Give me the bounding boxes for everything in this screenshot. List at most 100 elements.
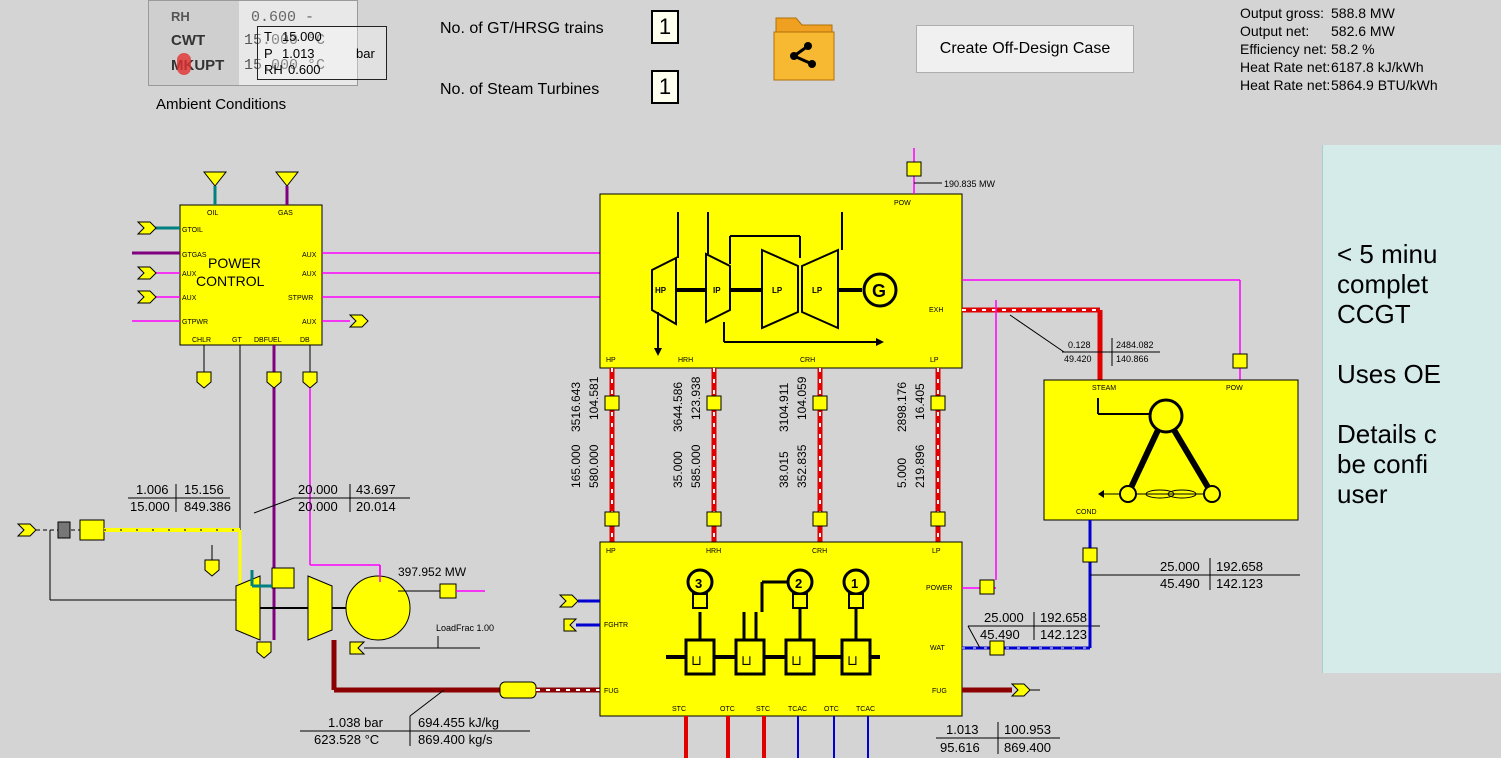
callout-line: Uses OE: [1323, 359, 1501, 389]
load-frac-label: LoadFrac 1.00: [436, 623, 494, 633]
svg-text:45.490: 45.490: [1160, 576, 1200, 591]
svg-text:95.616: 95.616: [940, 740, 980, 755]
svg-text:869.400 kg/s: 869.400 kg/s: [418, 732, 493, 747]
gas-source-icon: [276, 172, 298, 205]
hrsg-block[interactable]: HP HRH CRH LP POWER FGHTR WAT FUG FUG ST…: [600, 542, 962, 716]
port-oil: OIL: [207, 210, 218, 217]
svg-text:104.059: 104.059: [795, 376, 809, 420]
steam-streams: 3516.643 104.581 165.000 580.000 3644.58…: [569, 368, 945, 542]
pump-1: 1: [851, 576, 858, 591]
cond-port-pow: POW: [1226, 385, 1243, 392]
svg-text:16.405: 16.405: [913, 383, 927, 420]
hrsg-port-stc-2: STC: [756, 706, 770, 713]
svg-text:35.000: 35.000: [671, 451, 685, 488]
stream-hp: 3516.643 104.581 165.000 580.000: [569, 368, 619, 542]
svg-text:15.156: 15.156: [184, 482, 224, 497]
svg-text:623.528 °C: 623.528 °C: [314, 732, 379, 747]
svg-text:0.128: 0.128: [1068, 340, 1091, 350]
svg-text:20.000: 20.000: [298, 499, 338, 514]
svg-text:140.866: 140.866: [1116, 354, 1149, 364]
hrsg-port-fug-out: FUG: [932, 688, 947, 695]
hrsg-port-fghtr: FGHTR: [604, 622, 628, 629]
port-aux: AUX: [302, 271, 317, 278]
svg-text:192.658: 192.658: [1216, 559, 1263, 574]
hrsg-port-otc-2: OTC: [824, 706, 839, 713]
callout-spacer: [1323, 389, 1501, 419]
svg-text:⊔: ⊔: [847, 652, 858, 668]
port-dbfuel: DBFUEL: [254, 337, 282, 344]
svg-text:5.000: 5.000: [895, 458, 909, 488]
port-stpwr: STPWR: [288, 295, 313, 302]
port-gt: GT: [232, 337, 242, 344]
pc-power-lines: [322, 253, 600, 327]
svg-text:49.420: 49.420: [1064, 354, 1092, 364]
svg-text:694.455 kJ/kg: 694.455 kJ/kg: [418, 715, 499, 730]
svg-text:15.000: 15.000: [130, 499, 170, 514]
hrsg-port-wat: WAT: [930, 645, 945, 652]
fuel-feed-line: [18, 520, 240, 600]
svg-text:2484.082: 2484.082: [1116, 340, 1154, 350]
steam-turbine-block[interactable]: POW EXH HP HRH CRH LP HP IP LP LP G: [600, 194, 962, 368]
hrsg-port-lp: LP: [932, 548, 941, 555]
hrsg-port-stc: STC: [672, 706, 686, 713]
svg-text:142.123: 142.123: [1040, 627, 1087, 642]
svg-text:25.000: 25.000: [1160, 559, 1200, 574]
callout-line: Details c: [1323, 419, 1501, 449]
svg-text:219.896: 219.896: [913, 444, 927, 488]
svg-text:1.013: 1.013: [946, 722, 979, 737]
st-stage-hp: HP: [655, 286, 667, 295]
hrsg-port-crh: CRH: [812, 548, 827, 555]
svg-text:3644.586: 3644.586: [671, 382, 685, 432]
svg-text:100.953: 100.953: [1004, 722, 1051, 737]
oil-source-icon: [204, 172, 226, 205]
cond-port-steam: STEAM: [1092, 385, 1116, 392]
svg-text:352.835: 352.835: [795, 444, 809, 488]
svg-text:142.123: 142.123: [1216, 576, 1263, 591]
svg-text:⊔: ⊔: [791, 652, 802, 668]
port-gtgas: GTGAS: [182, 252, 207, 259]
stream-lp: 2898.176 16.405 5.000 219.896: [895, 368, 945, 542]
port-chlr: CHLR: [192, 337, 211, 344]
svg-text:192.658: 192.658: [1040, 610, 1087, 625]
power-control-block[interactable]: POWER CONTROL OIL GAS GTOIL GTGAS AUX AU…: [180, 205, 322, 345]
svg-text:165.000: 165.000: [569, 444, 583, 488]
svg-text:3516.643: 3516.643: [569, 382, 583, 432]
port-gtoil: GTOIL: [182, 227, 203, 234]
svg-text:⊔: ⊔: [691, 652, 702, 668]
fuel-stream-table: 1.006 15.156 15.000 849.386 20.000 43.69…: [128, 482, 410, 514]
port-aux: AUX: [182, 295, 197, 302]
svg-text:25.000: 25.000: [984, 610, 1024, 625]
svg-text:1.038 bar: 1.038 bar: [328, 715, 384, 730]
svg-text:20.014: 20.014: [356, 499, 396, 514]
callout-spacer: [1323, 329, 1501, 359]
st-port-lp: LP: [930, 357, 939, 364]
gas-turbine[interactable]: LoadFrac 1.00: [236, 568, 500, 690]
st-port-crh: CRH: [800, 357, 815, 364]
svg-text:3104.911: 3104.911: [777, 383, 791, 432]
hrsg-bottom-pipes: [686, 716, 868, 758]
svg-text:869.400: 869.400: [1004, 740, 1051, 755]
callout-note: < 5 minu complet CCGT Uses OE Details c …: [1322, 145, 1501, 673]
svg-text:104.581: 104.581: [587, 376, 601, 420]
stream-hrh: 3644.586 123.938 35.000 585.000: [671, 368, 721, 542]
power-control-title: POWER: [208, 255, 261, 271]
condensate-line: 25.000 192.658 45.490 142.123: [1083, 520, 1300, 648]
st-power-meter: 190.835 MW: [907, 148, 996, 194]
svg-text:849.386: 849.386: [184, 499, 231, 514]
port-aux: AUX: [302, 319, 317, 326]
svg-text:45.490: 45.490: [980, 627, 1020, 642]
svg-text:⊔: ⊔: [741, 652, 752, 668]
power-control-title-2: CONTROL: [196, 273, 265, 289]
st-port-hrh: HRH: [678, 357, 693, 364]
svg-text:2898.176: 2898.176: [895, 382, 909, 432]
st-stage-lp-2: LP: [812, 286, 823, 295]
pump-2: 2: [795, 576, 802, 591]
condenser-block[interactable]: STEAM POW COND: [1044, 380, 1298, 520]
stream-crh: 3104.911 104.059 38.015 352.835: [777, 368, 827, 542]
callout-line: < 5 minu: [1323, 239, 1501, 269]
pc-left-feeds: [132, 222, 180, 321]
callout-line: CCGT: [1323, 299, 1501, 329]
hrsg-port-hrh: HRH: [706, 548, 721, 555]
svg-text:123.938: 123.938: [689, 376, 703, 420]
pump-3: 3: [695, 576, 702, 591]
